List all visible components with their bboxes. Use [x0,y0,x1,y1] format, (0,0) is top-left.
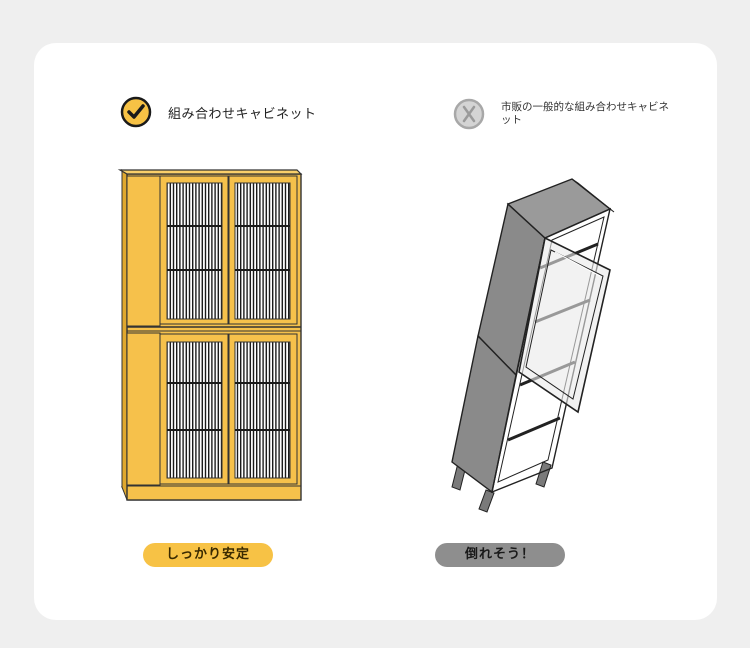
unstable-badge: 倒れそう！ [435,543,565,567]
left-header: 組み合わせキャビネット [120,96,317,128]
right-title: 市販の一般的な組み合わせキャビネット [501,101,669,126]
check-circle-icon [120,96,152,128]
x-circle-icon [453,98,485,130]
left-title: 組み合わせキャビネット [168,106,317,122]
right-header: 市販の一般的な組み合わせキャビネット [453,98,671,130]
stable-badge: しっかり安定 [143,543,273,567]
